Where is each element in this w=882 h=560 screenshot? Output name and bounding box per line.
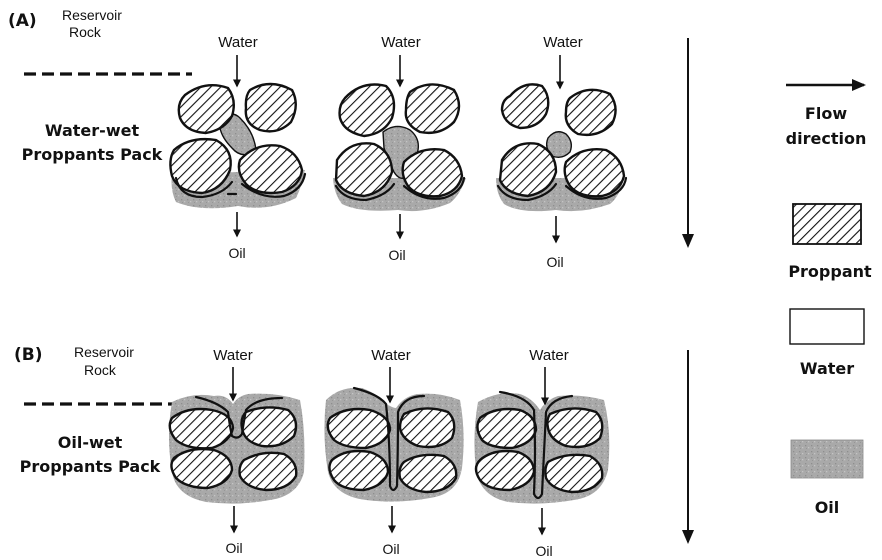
proppant-grain <box>240 453 297 490</box>
panel-b-pore-cell-1 <box>169 394 305 504</box>
panel-a-water-label-3: Water <box>543 34 582 51</box>
proppant-grain <box>171 449 232 488</box>
panel-a-tag: (A) <box>8 11 37 31</box>
panel-b-oil-label-1: Oil <box>225 540 242 556</box>
panel-b-pack-label-line2: Proppants Pack <box>20 457 161 476</box>
panel-b: (B) Reservoir Rock Oil-wet Proppants Pac… <box>14 344 688 559</box>
proppant-grain <box>403 149 462 196</box>
panel-a-water-label-2: Water <box>381 34 420 51</box>
legend-proppant-swatch <box>793 204 861 244</box>
panel-b-oil-label-2: Oil <box>382 541 399 557</box>
proppant-grain <box>502 84 548 128</box>
proppant-grain <box>329 451 388 490</box>
proppant-grain <box>477 409 536 448</box>
legend-flow-label-line1: Flow <box>805 104 847 123</box>
proppant-grain <box>547 408 602 447</box>
legend-flow-label-line2: direction <box>786 129 867 148</box>
panel-a-rock-label-line2: Rock <box>69 24 102 40</box>
proppant-grain <box>239 145 302 193</box>
panel-b-pore-cell-3 <box>474 392 609 504</box>
proppant-grain <box>328 409 390 448</box>
proppant-grain <box>400 408 454 447</box>
panel-b-rock-label-line2: Rock <box>84 362 117 378</box>
panel-a-water-label-1: Water <box>218 34 257 51</box>
panel-a-pack-label-line1: Water-wet <box>45 121 140 140</box>
proppant-grain <box>242 407 297 446</box>
panel-a-pore-cell-3 <box>496 84 626 211</box>
proppant-grain <box>565 149 624 196</box>
panel-b-water-label-2: Water <box>371 347 410 364</box>
proppant-grain <box>476 451 534 490</box>
legend-oil-swatch <box>791 440 863 478</box>
panel-b-pack-label-line1: Oil-wet <box>58 433 123 452</box>
proppant-grain <box>566 90 616 135</box>
panel-b-pore-cell-2 <box>324 388 463 502</box>
legend-water-label: Water <box>800 359 854 378</box>
proppant-grain <box>340 85 394 137</box>
panel-a-oil-label-1: Oil <box>228 245 245 261</box>
proppant-grain <box>170 409 233 448</box>
panel-b-tag: (B) <box>14 345 43 365</box>
proppant-grain <box>545 455 602 492</box>
panel-b-rock-label-line1: Reservoir <box>74 344 134 360</box>
panel-a-rock-label-line1: Reservoir <box>62 7 122 23</box>
legend-oil-label: Oil <box>815 498 840 517</box>
panel-a-oil-label-3: Oil <box>546 254 563 270</box>
panel-b-water-label-1: Water <box>213 347 252 364</box>
panel-a: (A) Reservoir Rock Water-wet Proppants P… <box>8 7 688 270</box>
panel-a-pore-cell-2 <box>333 84 466 211</box>
panel-a-pack-label-line2: Proppants Pack <box>22 145 163 164</box>
proppant-grain <box>400 455 457 492</box>
panel-a-pore-cell-1 <box>170 84 305 208</box>
legend-water-swatch <box>790 309 864 344</box>
proppant-grain <box>336 143 392 196</box>
legend: Flow direction Proppant Water Oil <box>786 85 872 517</box>
panel-b-water-label-3: Water <box>529 347 568 364</box>
proppant-grain <box>500 143 556 196</box>
proppant-grain <box>246 84 296 131</box>
proppant-grain <box>406 84 459 132</box>
legend-proppant-label: Proppant <box>788 262 872 281</box>
panel-b-oil-label-3: Oil <box>535 543 552 559</box>
panel-a-oil-label-2: Oil <box>388 247 405 263</box>
